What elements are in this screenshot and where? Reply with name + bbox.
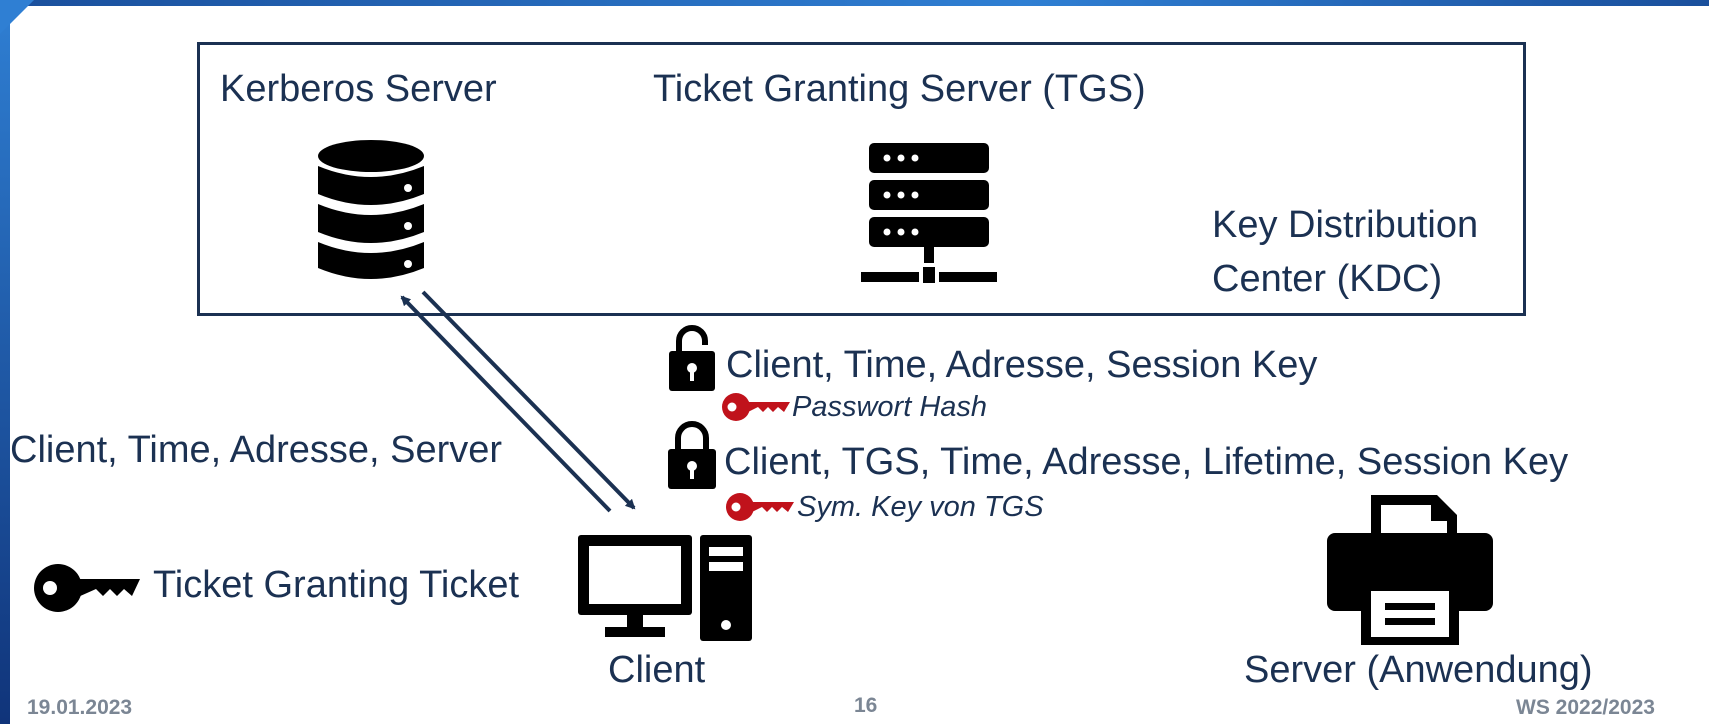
response1-message: Client, Time, Adresse, Session Key — [726, 344, 1318, 386]
kdc-label-line2: Center (KDC) — [1212, 258, 1443, 300]
response1-key-label: Passwort Hash — [792, 391, 988, 423]
database-icon — [318, 140, 424, 279]
response2-key-label: Sym. Key von TGS — [797, 491, 1044, 523]
server-rack-icon — [861, 143, 997, 283]
client-label: Client — [608, 649, 706, 691]
lock-closed-icon — [668, 421, 716, 489]
footer-date: 19.01.2023 — [27, 696, 133, 719]
ticket-granting-ticket-label: Ticket Granting Ticket — [153, 564, 520, 606]
footer-semester: WS 2022/2023 — [1516, 696, 1655, 719]
key-icon — [726, 493, 794, 521]
tgs-label: Ticket Granting Server (TGS) — [653, 68, 1146, 110]
slide-corner-accent — [0, 0, 34, 34]
slide-top-border — [0, 0, 1709, 6]
key-icon — [34, 564, 140, 612]
response2-message: Client, TGS, Time, Adresse, Lifetime, Se… — [724, 441, 1569, 483]
kdc-label-line1: Key Distribution — [1212, 204, 1479, 246]
kerberos-server-label: Kerberos Server — [220, 68, 497, 110]
slide-left-border — [0, 0, 10, 724]
printer-icon — [1327, 495, 1493, 645]
kdc-box — [197, 42, 1526, 316]
lock-open-icon — [669, 325, 715, 391]
request-message: Client, Time, Adresse, Server — [10, 429, 503, 471]
server-label: Server (Anwendung) — [1244, 649, 1593, 691]
key-icon — [722, 393, 790, 421]
computer-icon — [578, 535, 752, 641]
footer-page-number: 16 — [854, 694, 878, 717]
